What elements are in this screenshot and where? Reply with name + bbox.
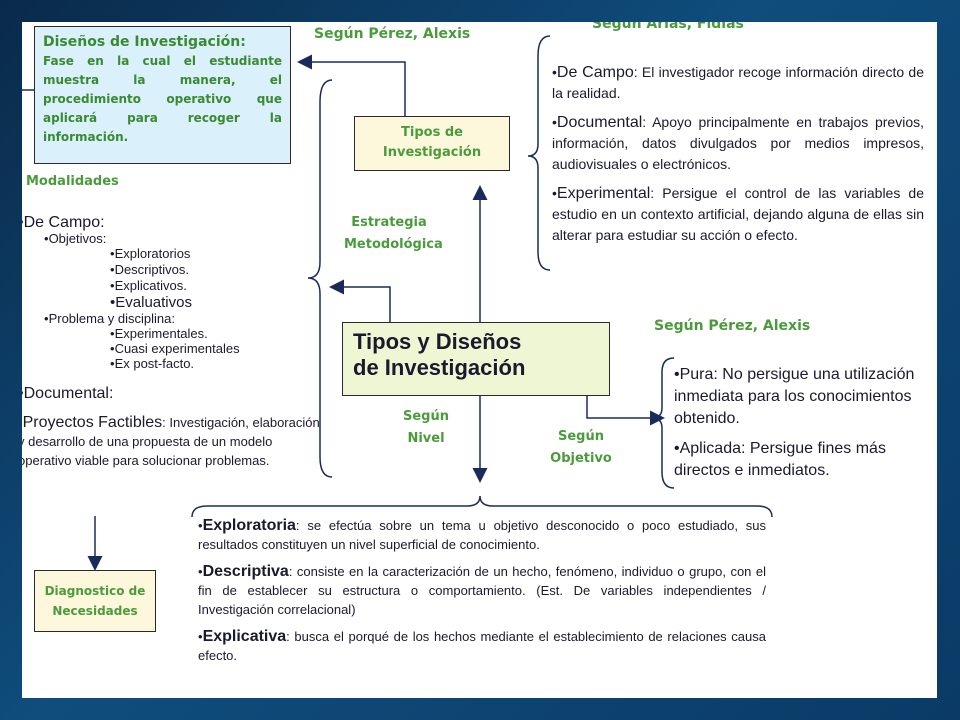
design-title: Diseños de Investigación: [43,34,246,50]
mod-proyectos: Proyectos Factibles: Investigación, elab… [22,413,320,470]
mod-documental: Documental: [22,385,320,403]
main-title-box: Tipos y Diseños de Investigación [342,322,610,396]
strategy-label: Estrategia Metodológica [344,215,443,252]
needs-box: Diagnostico de Necesidades [34,570,156,632]
mod-objetivos: Objetivos: [44,231,320,246]
mod-prob-3: Ex post-facto. [110,356,320,371]
objective-item-aplicada: Aplicada: Persigue fines más directos e … [674,438,926,482]
main-title-line2: de Investigación [353,355,526,380]
objective-item-pura: Pura: No persigue una utilización inmedi… [674,364,926,430]
mod-prob-1: Experimentales. [110,326,320,341]
mod-problema: Problema y disciplina: [44,311,320,326]
arias-item-campo: De Campo: El investigador recoge informa… [552,62,924,104]
objective-label: Según Objetivo [550,429,612,466]
slide: Según Pérez, Alexis Según Arias, Fidias … [22,22,937,698]
design-box: Diseños de Investigación: Fase en la cua… [34,26,291,164]
nivel-list: Exploratoria: se efectúa sobre un tema u… [198,516,766,665]
modalidades-list: De Campo: Objetivos: Exploratorios Descr… [22,214,320,470]
connector-lines [22,35,773,571]
mod-obj-3: Explicativos. [110,278,320,294]
level-label: Según Nivel [403,409,449,446]
arias-item-documental: Documental: Apoyo principalmente en trab… [552,112,924,175]
mod-obj-2: Descriptivos. [110,262,320,278]
mod-evaluativos: Evaluativos [110,294,320,312]
perez-objective-list: Pura: No persigue una utilización inmedi… [674,364,926,482]
mod-campo: De Campo: [22,214,320,232]
arias-item-experimental: Experimental: Persigue el control de las… [552,183,924,246]
arias-header: Según Arias, Fidias [592,22,744,32]
nivel-item-exploratoria: Exploratoria: se efectúa sobre un tema u… [198,516,766,554]
arias-list: De Campo: El investigador recoge informa… [552,62,924,246]
nivel-item-explicativa: Explicativa: busca el porqué de los hech… [198,627,766,665]
types-box: Tipos de Investigación [354,116,510,171]
mod-obj-1: Exploratorios [110,246,320,262]
perez-header-objective: Según Pérez, Alexis [654,318,811,334]
modalidades-label: Modalidades [26,174,119,189]
design-text: Fase en la cual el estudiante muestra la… [43,54,282,144]
perez-header-top: Según Pérez, Alexis [314,26,471,42]
nivel-item-descriptiva: Descriptiva: consiste en la caracterizac… [198,562,766,619]
mod-prob-2: Cuasi experimentales [110,341,320,356]
main-title-line1: Tipos y Diseños [353,329,522,354]
